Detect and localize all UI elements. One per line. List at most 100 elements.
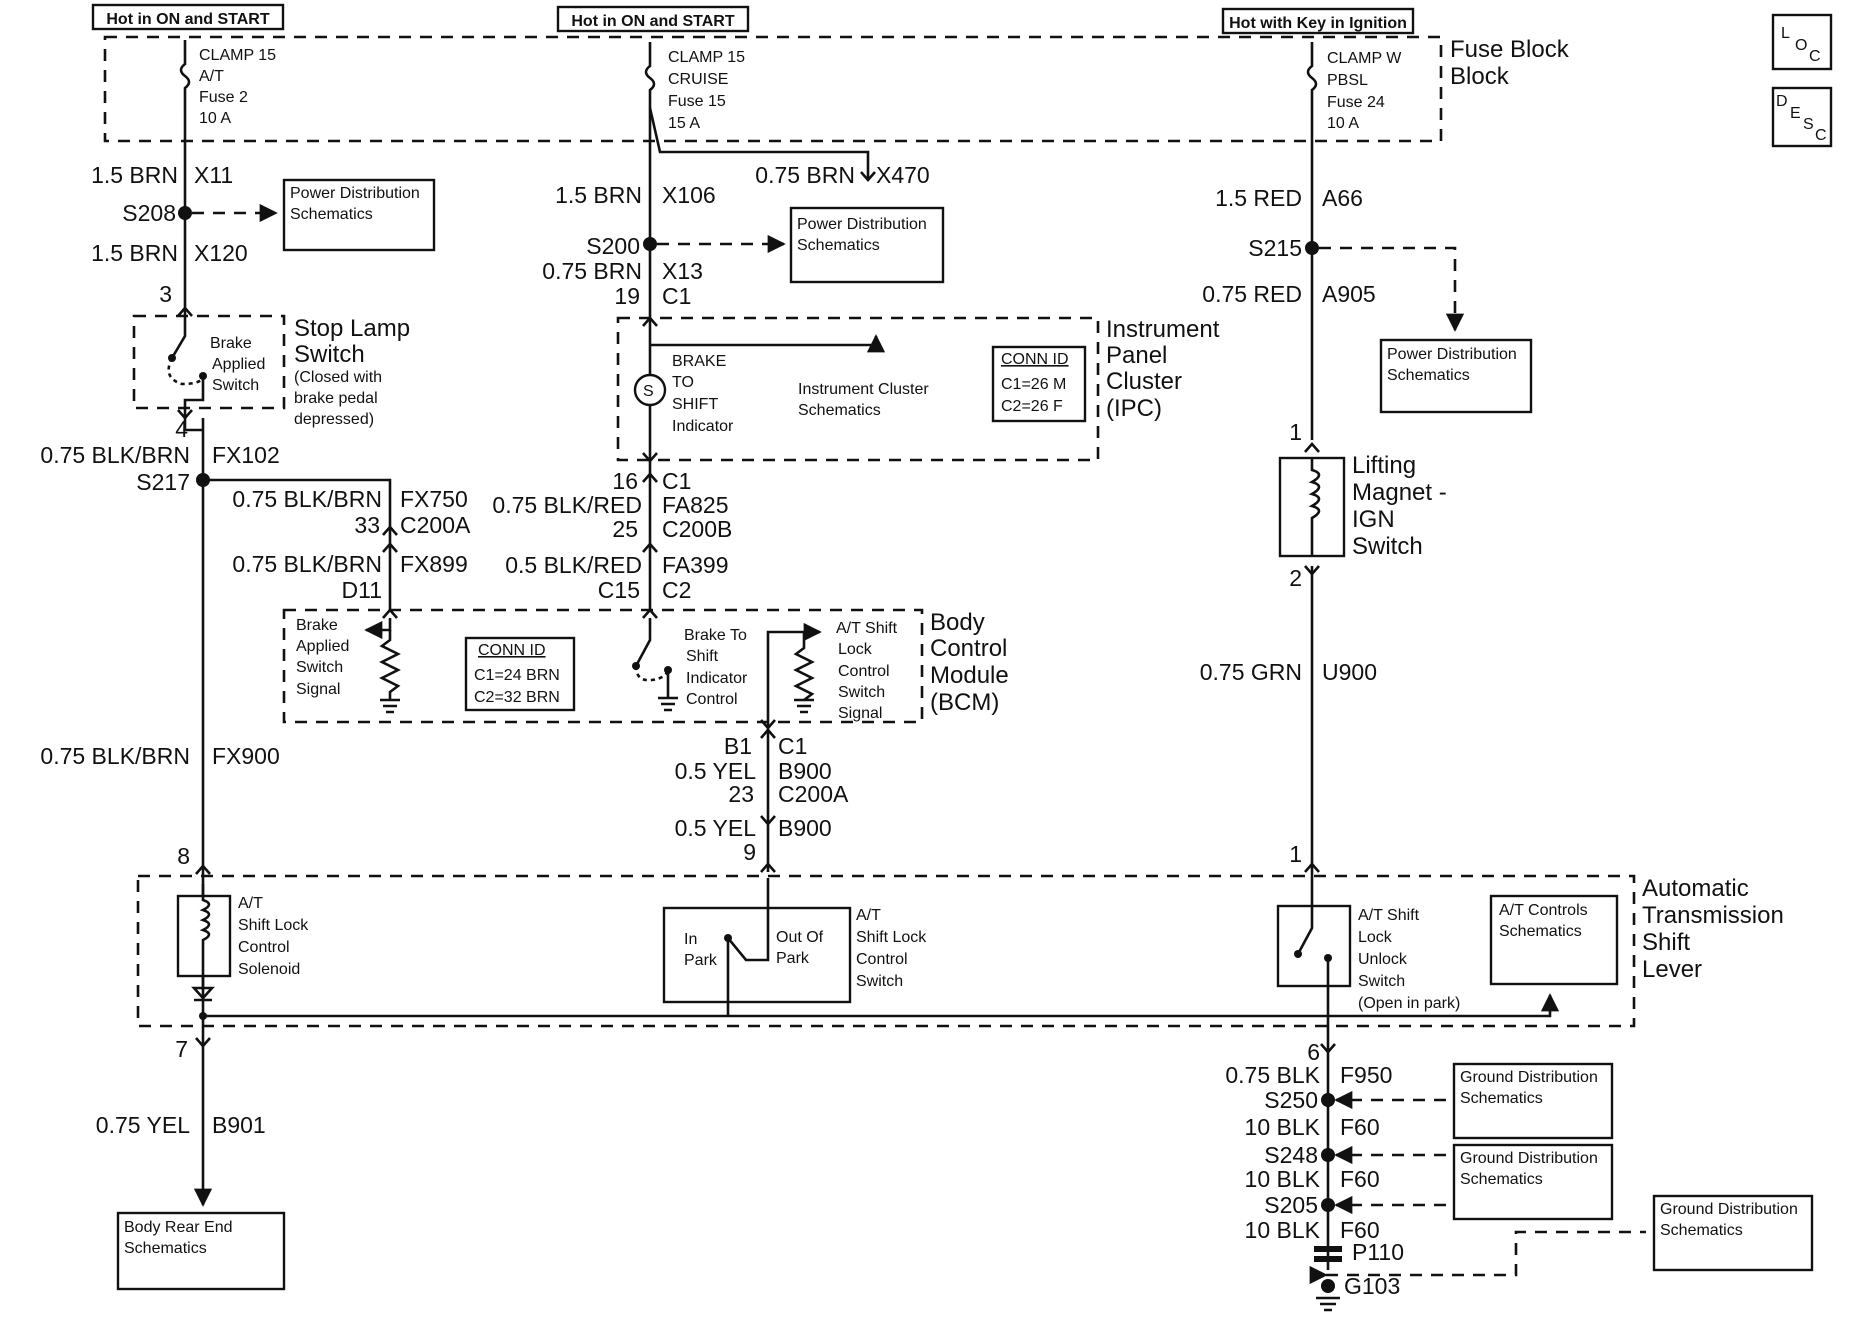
diagram-label: Lever [1642,956,1702,983]
brake-applied-switch-label: Brake Applied Switch [210,335,265,394]
brake-to-shift-label: BRAKE TO SHIFT Indicator [672,353,734,435]
diagram-label: C15 [598,577,640,603]
splice-s215 [1305,241,1319,255]
diagram-label: CONN ID [1001,351,1069,368]
diagram-label: 1.5 RED [1215,185,1302,211]
diagram-label: depressed) [294,411,374,428]
wire-segment [1379,338,1533,414]
wire-segment [195,864,211,875]
diagram-label: Control [238,939,290,956]
bcm-conn-id-box: CONN ID C1=24 BRN C2=32 BRN [464,636,576,712]
diagram-label: Stop Lamp [294,315,410,342]
desc-icon[interactable]: D E S C [1771,86,1833,148]
diagram-label: 0.5 YEL [675,758,757,784]
diagram-label: Body [930,609,985,636]
wire-segment [382,608,398,619]
diagram-label: X13 [662,258,703,284]
diagram-label: C2=32 BRN [474,689,560,706]
shift-lock-solenoid-icon [176,884,232,1002]
diagram-label: 33 [354,512,380,538]
diagram-label: 1 [1289,841,1302,867]
diagram-label: CLAMP 15 [668,49,745,66]
diagram-label: 0.75 BRN [542,258,642,284]
diagram-label: 0.75 BRN [755,162,855,188]
diagram-label: S215 [1248,235,1302,261]
diagram-label: X120 [194,240,248,266]
splice-s248 [1321,1148,1335,1162]
diagram-label: Indicator [672,418,734,435]
diagram-label: B901 [212,1112,266,1138]
diagram-label: A/T Shift [1358,907,1420,924]
wire-segment [1652,1194,1814,1272]
ground-distribution-box-1[interactable]: Ground Distribution Schematics [1452,1062,1614,1140]
diagram-label: 1.5 BRN [91,240,178,266]
diagram-label: IGN [1352,506,1395,533]
diagram-label: CRUISE [668,71,728,88]
instrument-cluster-schematics-link[interactable]: Instrument Cluster Schematics [798,381,929,419]
diagram-label: 10 A [199,110,231,127]
diagram-label: (IPC) [1106,395,1162,422]
ground-distribution-box-3[interactable]: Ground Distribution Schematics [1652,1194,1814,1272]
diagram-label: 0.75 GRN [1200,659,1302,685]
diagram-label: A/T [856,907,881,924]
diagram-label: A/T [238,895,263,912]
ground-distribution-box-2[interactable]: Ground Distribution Schematics [1452,1143,1614,1221]
diagram-label: Control [930,635,1007,662]
wire-segment [1309,1230,1646,1285]
power-distribution-box-1[interactable]: Power Distribution Schematics [282,178,436,252]
diagram-label: F60 [1340,1166,1380,1192]
wire-segment [380,698,400,714]
body-rear-end-box[interactable]: Body Rear End Schematics [116,1211,286,1291]
diagram-label: C [1809,48,1821,65]
shift-lever-label: Automatic Transmission Shift Lever [1642,875,1784,983]
diagram-label: F60 [1340,1114,1380,1140]
diagram-label: Hot in ON and START [106,11,269,28]
diagram-label: O [1795,37,1807,54]
diagram-label: Automatic [1642,875,1749,902]
shift-lock-unlock-switch-icon [1276,880,1352,1040]
wire-segment [1221,7,1415,35]
wire-segment [634,665,670,682]
wire-segment [658,670,678,712]
wire-segment [364,618,392,640]
power-distribution-box-3[interactable]: Power Distribution Schematics [1379,338,1533,414]
diagram-label: brake pedal [294,390,378,407]
diagram-label: 3 [159,281,172,307]
wire-segment [1294,950,1302,958]
bcm-atsl-signal-label: A/T Shift Lock Control Switch Signal [836,620,898,722]
diagram-label: FA399 [662,552,729,578]
splice-s200 [643,237,657,251]
at-controls-schematics-box[interactable]: A/T Controls Schematics [1489,894,1619,986]
diagram-label: 0.75 RED [1202,281,1302,307]
wire-segment [644,42,656,108]
diagram-label: 0.75 BLK/RED [492,492,642,518]
diagram-label: F950 [1340,1062,1392,1088]
diagram-label: 10 BLK [1245,1114,1321,1140]
wire-segment [556,5,750,33]
diagram-label: 10 A [1327,115,1359,132]
wire-segment [726,878,770,1016]
wire-segment [1452,1143,1614,1221]
wire-segment [379,630,401,700]
fuse-symbol [644,42,656,108]
diagram-label: 1.5 BRN [91,162,178,188]
stop-lamp-switch-label: Stop Lamp Switch (Closed with brake peda… [294,315,410,428]
bcm-outline [282,608,924,724]
diagram-label: Power Distribution [1387,346,1517,363]
diagram-label: Schematics [290,206,373,223]
diagram-label: 19 [614,283,640,309]
brake-to-shift-indicator-icon [633,373,667,407]
diagram-label: 6 [1307,1039,1320,1065]
wire-segment [642,608,658,619]
diagram-label: Body Rear End [124,1219,233,1236]
diagram-label: 0.5 YEL [675,815,757,841]
wire-segment [760,719,776,873]
wire-segment [724,934,732,942]
diagram-label: Schematics [124,1240,207,1257]
wire-segment [1771,86,1833,148]
wire-segment [1771,13,1833,71]
power-distribution-box-2[interactable]: Power Distribution Schematics [789,206,945,284]
loc-icon[interactable]: L O C [1771,13,1833,71]
diagram-label: 9 [743,839,756,865]
